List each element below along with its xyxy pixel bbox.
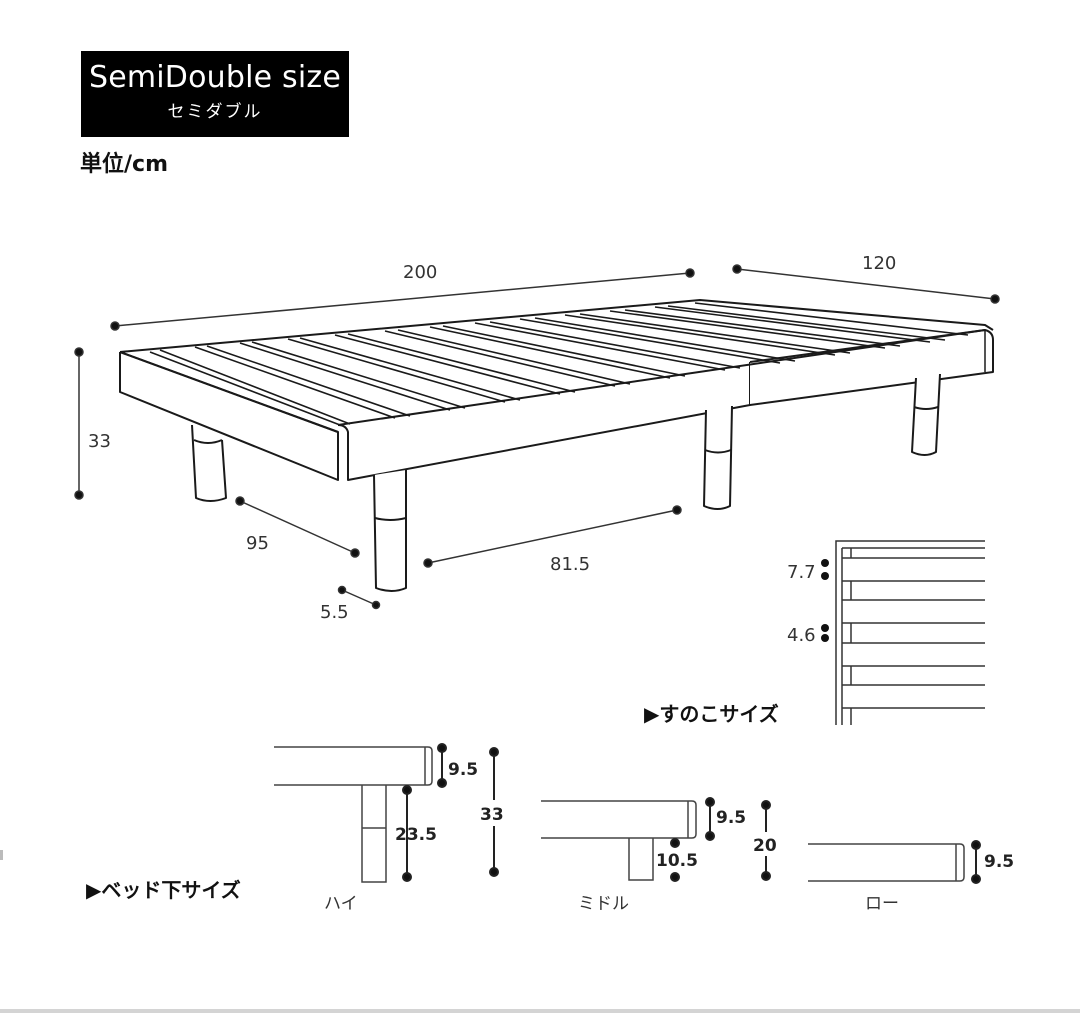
dim-leg-diameter: 5.5 — [320, 602, 349, 623]
size-title-en: SemiDouble size — [88, 60, 342, 95]
leg-front-right — [703, 405, 733, 510]
underbed-high-drawing — [274, 746, 433, 883]
dim-slat-width: 7.7 — [787, 562, 816, 583]
leg-back-right — [911, 373, 941, 456]
unit-label: 単位/cm — [80, 152, 169, 177]
dim-width: 120 — [862, 253, 896, 274]
variant-middle-label: ミドル — [578, 894, 629, 914]
dimension-lines — [74, 264, 1000, 610]
bottom-divider — [0, 1009, 1080, 1013]
slat-size-label: ▶すのこサイズ — [644, 702, 779, 726]
dim-middle-frame: 9.5 — [716, 808, 746, 828]
dim-high-leg: 23.5 — [395, 825, 437, 845]
underbed-middle-drawing — [541, 800, 697, 881]
dim-length: 200 — [403, 262, 437, 283]
dim-high-frame: 9.5 — [448, 760, 478, 780]
dim-middle-leg: 10.5 — [656, 851, 698, 871]
dim-high-total: 33 — [480, 805, 504, 825]
underbed-low-drawing — [808, 843, 965, 882]
dim-slat-gap: 4.6 — [787, 625, 816, 646]
size-title-ja: セミダブル — [167, 102, 263, 122]
variant-high-label: ハイ — [324, 894, 358, 914]
dim-leg-span-width: 95 — [246, 533, 269, 554]
leg-back-left — [191, 424, 227, 502]
dim-low-frame: 9.5 — [984, 852, 1014, 872]
bed-illustration — [119, 299, 994, 592]
size-title-box: SemiDouble size セミダブル — [81, 51, 349, 137]
edge-mark — [0, 850, 3, 860]
leg-front-left — [373, 470, 407, 592]
dim-leg-span-length: 81.5 — [550, 554, 590, 575]
dim-total-height: 33 — [88, 431, 111, 452]
variant-low-label: ロー — [865, 894, 899, 914]
under-bed-size-label: ▶ベッド下サイズ — [86, 878, 241, 902]
slat-detail — [835, 540, 985, 725]
dim-middle-total: 20 — [753, 836, 777, 856]
